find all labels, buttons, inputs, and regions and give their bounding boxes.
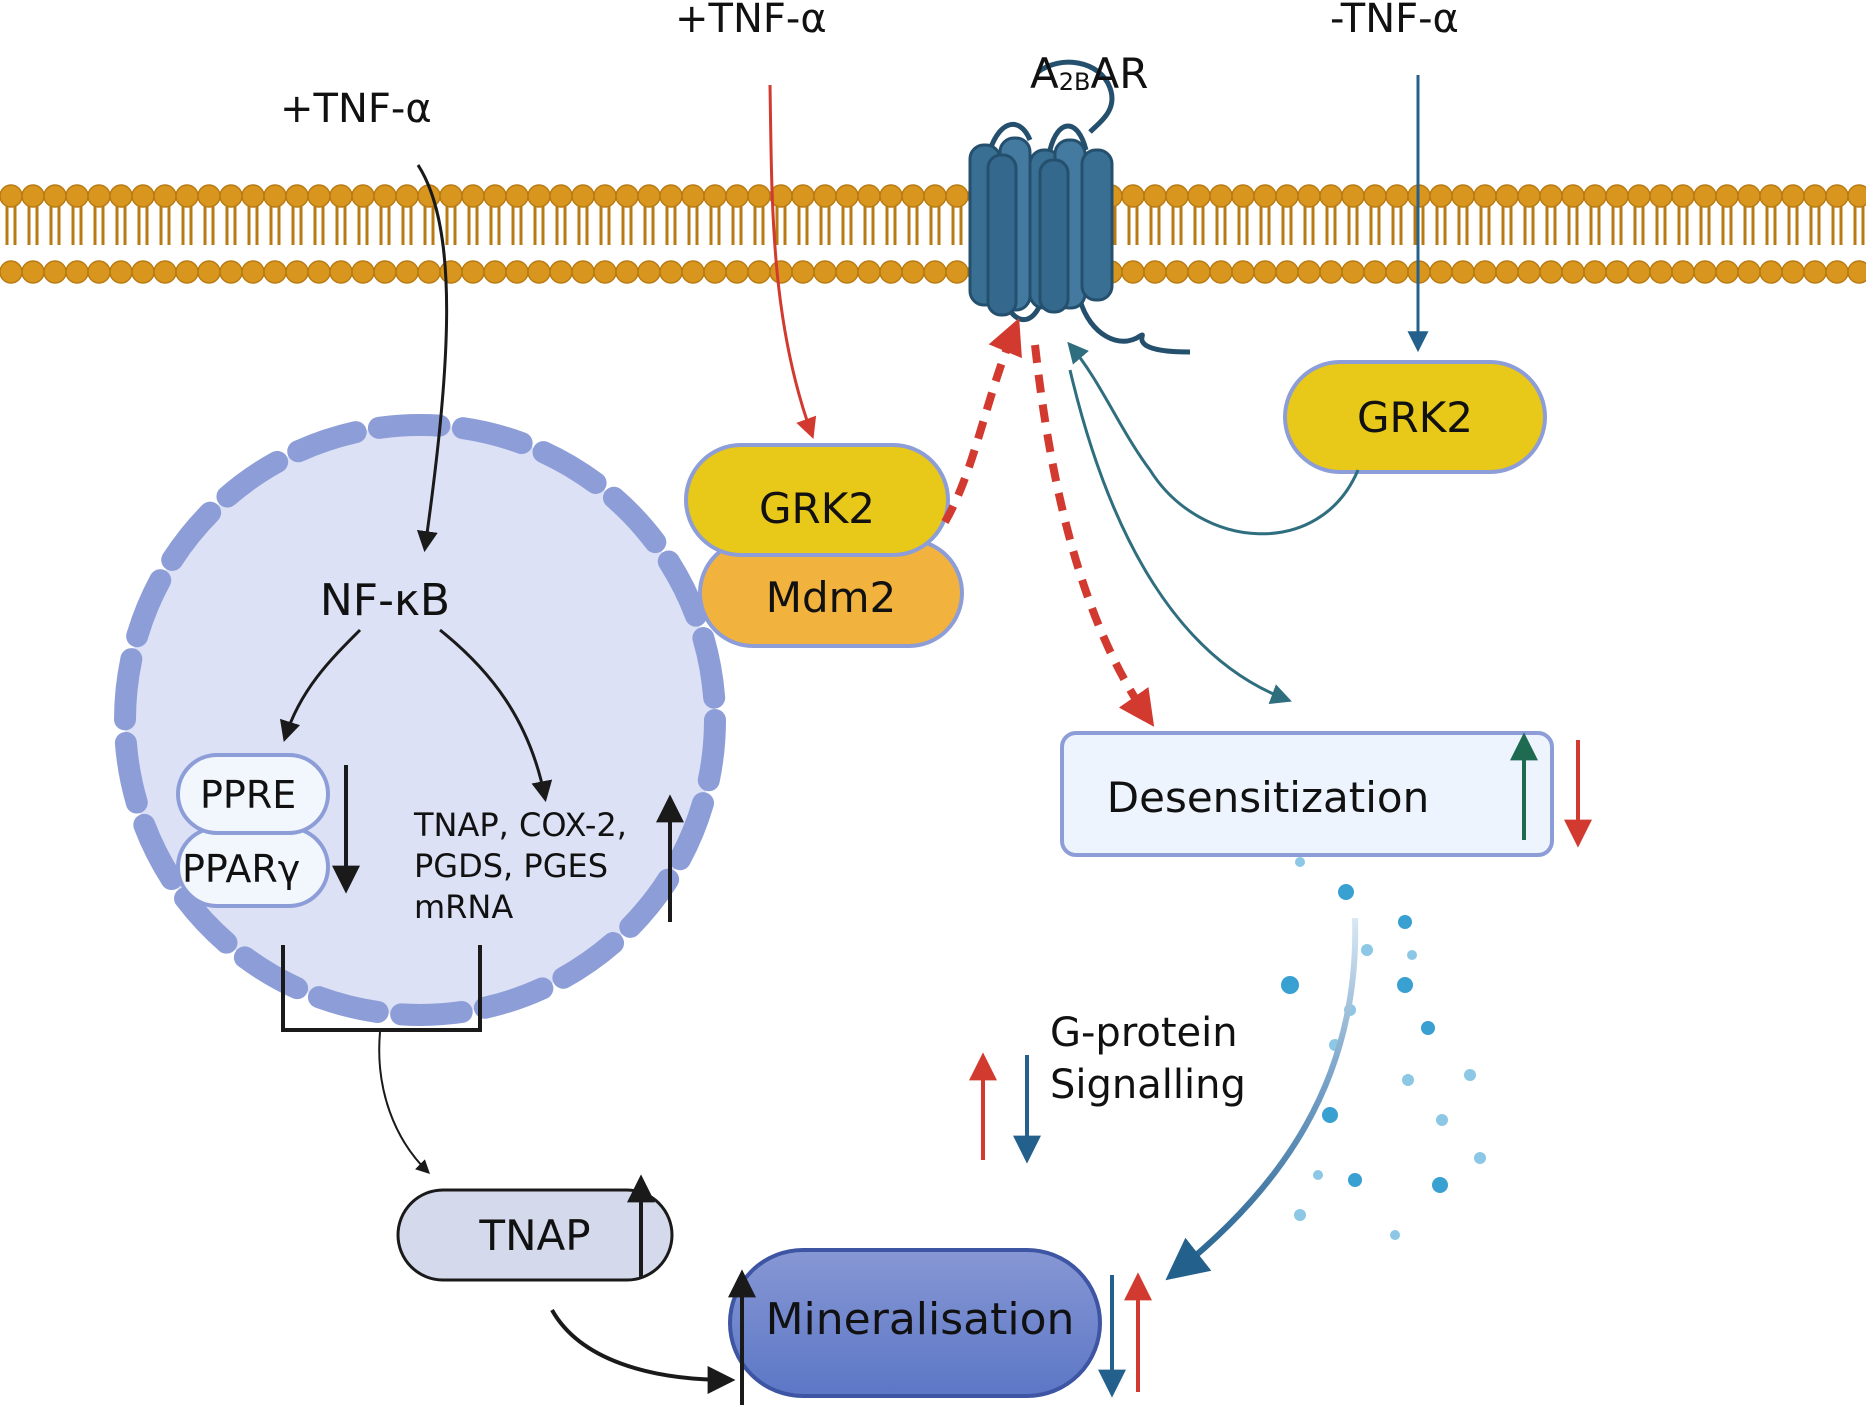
mrna-label-line1: TNAP, COX-2, — [413, 806, 627, 844]
receptor-subscript: 2B — [1059, 68, 1091, 96]
ppre-pill — [176, 753, 330, 835]
g-protein-to-mineralisation-arrow — [1165, 917, 1359, 1281]
receptor-to-desensitization-dashed-arrow — [1031, 344, 1155, 727]
g-protein-label-line2: Signalling — [1050, 1062, 1246, 1108]
ppre-ppar-complex: PPARγ PPRE — [176, 753, 330, 908]
tnap-label: TNAP — [478, 1211, 590, 1260]
receptor-label: A — [1030, 49, 1059, 98]
receptor-to-desensitization-arrow — [1068, 369, 1292, 704]
svg-text:A2BAR: A2BAR — [1030, 49, 1148, 98]
ppre-label: PPRE — [200, 773, 296, 817]
nucleus — [114, 414, 726, 1026]
a2b-receptor-icon — [968, 59, 1191, 355]
mdm2-label: Mdm2 — [766, 573, 897, 622]
grk2-right-label: GRK2 — [1357, 393, 1473, 442]
tnap-to-mineralisation-arrow — [550, 1309, 736, 1394]
receptor-suffix: AR — [1090, 49, 1148, 98]
tnf-center-label: +TNF-α — [675, 0, 827, 42]
g-protein-label-line1: G-protein — [1050, 1010, 1238, 1056]
tnf-left-label: +TNF-α — [280, 86, 432, 132]
tnf-to-grk2-arrow — [768, 84, 817, 439]
mrna-label-line2: PGDS, PGES — [414, 847, 608, 885]
tnap-box: TNAP — [396, 1174, 674, 1282]
bracket-to-tnap-arrow — [378, 1031, 431, 1174]
nfkb-to-mrna-arrow — [439, 628, 553, 803]
grk2-right-pill — [1283, 360, 1547, 474]
nfkb-to-ppre-arrow — [279, 628, 362, 743]
cell-membrane — [0, 184, 1866, 284]
grk2-right-to-receptor-arrow — [1067, 341, 1360, 536]
g-protein-particles — [1281, 857, 1486, 1240]
grk2-mdm2-complex: Mdm2 GRK2 — [684, 443, 964, 648]
mineralisation-label: Mineralisation — [766, 1294, 1075, 1345]
nfkb-label: NF-κB — [320, 575, 450, 626]
grk2-right-complex: GRK2 — [1283, 360, 1547, 474]
nucleus-output-bracket — [281, 945, 482, 1032]
tnf-to-nfkb-arrow — [416, 164, 449, 553]
grk2-to-receptor-dashed-arrow — [941, 318, 1022, 524]
mineralisation-box: Mineralisation — [728, 1248, 1152, 1405]
desensitization-box: Desensitization — [1060, 731, 1592, 857]
desensitization-label: Desensitization — [1107, 773, 1429, 822]
tnf-right-label: -TNF-α — [1330, 0, 1459, 42]
grk2-center-pill — [684, 443, 950, 557]
ppar-label: PPARγ — [182, 847, 300, 891]
mrna-label-line3: mRNA — [414, 888, 513, 926]
grk2-center-label: GRK2 — [759, 484, 875, 533]
